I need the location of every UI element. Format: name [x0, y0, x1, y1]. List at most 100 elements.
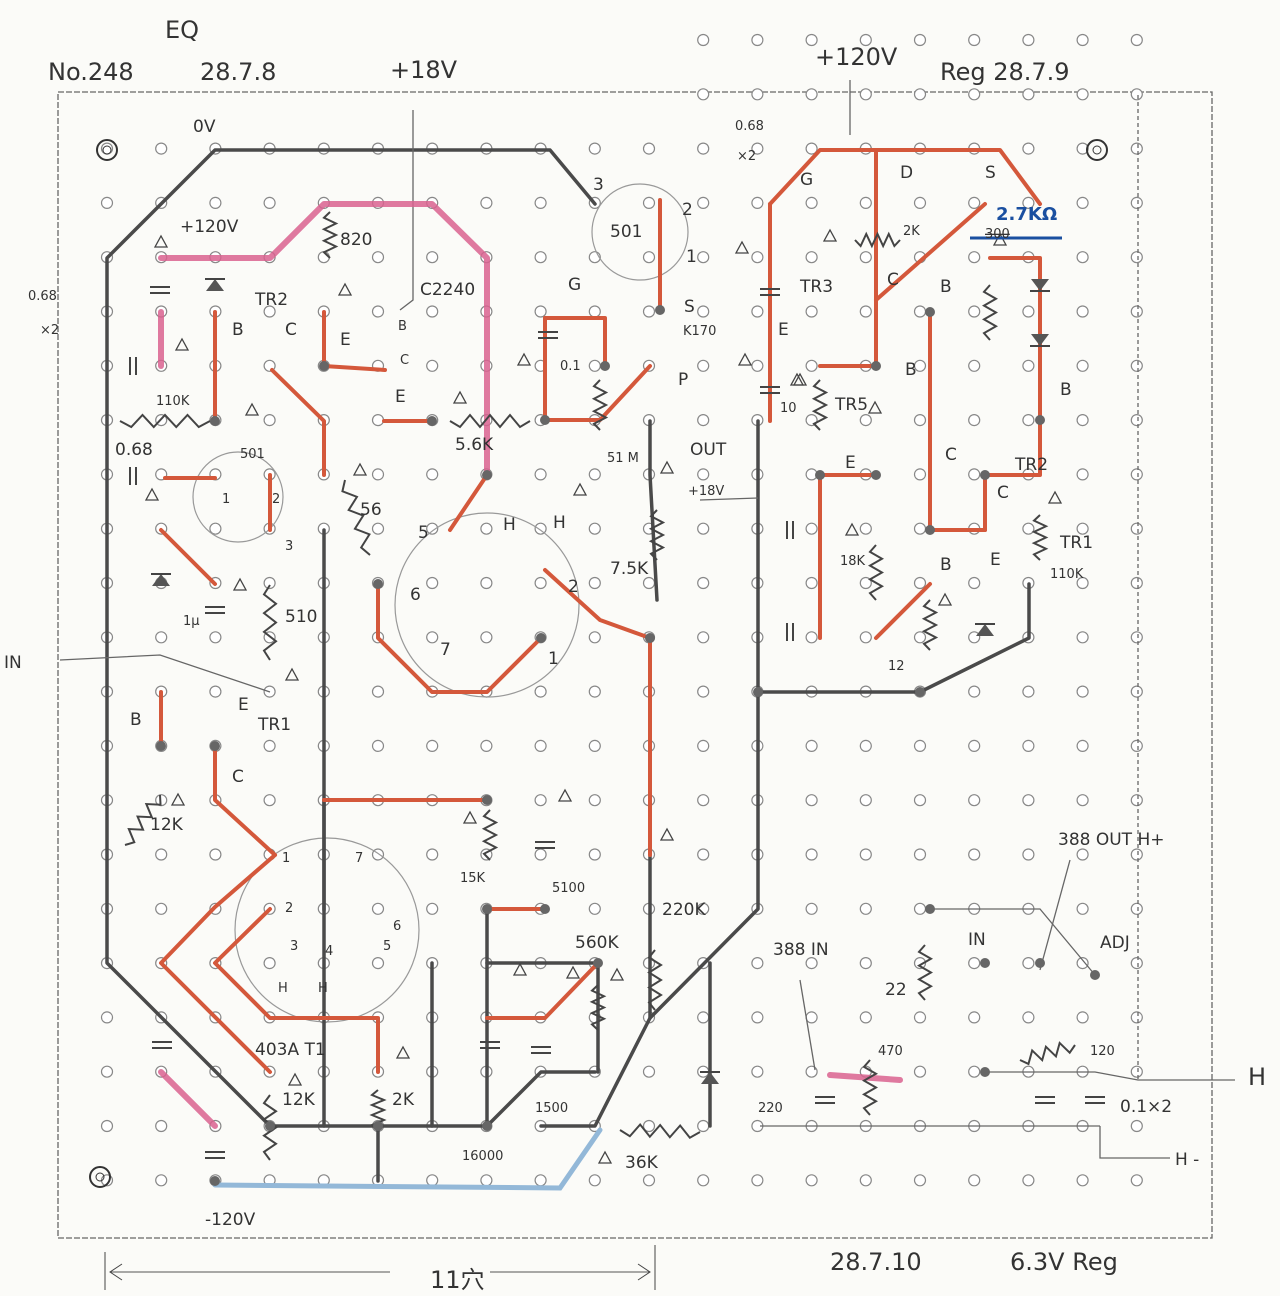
resistor-label: 470: [878, 1044, 903, 1059]
solder-pad: [655, 305, 665, 315]
board-hole: [534, 468, 547, 481]
solder-pad: [427, 416, 437, 426]
transistor-label: TR1: [1059, 533, 1093, 553]
solder-pad: [482, 470, 492, 480]
board-hole: [805, 522, 818, 535]
board-hole: [1076, 685, 1089, 698]
solder-pad: [373, 579, 383, 589]
pin-label: 1: [548, 649, 559, 669]
resistor-symbol: [854, 231, 901, 249]
board-hole: [859, 631, 872, 644]
board-hole: [1130, 1119, 1143, 1133]
board-hole: [913, 1174, 927, 1187]
board-hole: [913, 1065, 927, 1078]
board-hole: [588, 794, 601, 807]
board-hole: [1130, 414, 1143, 427]
board-hole: [968, 956, 981, 970]
board-hole: [1022, 305, 1035, 318]
resistor-label: 12: [888, 659, 905, 674]
board-hole: [1130, 794, 1143, 807]
solder-pad: [871, 361, 881, 371]
board-hole: [751, 305, 764, 318]
board-hole: [859, 305, 872, 318]
board-hole: [697, 576, 710, 590]
cap-label: 1500: [535, 1101, 568, 1116]
board-hole: [1130, 196, 1143, 209]
board-hole: [371, 956, 385, 970]
dimension-label: 11穴: [430, 1266, 485, 1294]
footer-reg-note: 6.3V Reg: [1010, 1248, 1118, 1276]
resistor-symbol: [341, 479, 371, 556]
board-hole: [859, 196, 872, 209]
cap-label: 0.1: [560, 359, 581, 374]
board-hole: [697, 794, 710, 807]
board-hole: [1130, 359, 1143, 372]
resistor-symbol: [591, 379, 609, 431]
resistor-label: 2K: [392, 1090, 415, 1110]
marker-triangle-icon: [452, 390, 468, 404]
resistor-label: 12K: [282, 1090, 316, 1110]
transistor-label: TR3: [799, 277, 833, 297]
board-hole: [1022, 196, 1035, 209]
board-hole: [371, 305, 385, 318]
hole-grid: [100, 33, 1143, 1187]
correction-annotation: 2.7KΩ: [970, 204, 1062, 240]
board-hole: [534, 685, 547, 698]
board-hole: [751, 359, 764, 372]
supply-18v-label: +18V: [390, 56, 458, 84]
resistor-symbol: [648, 509, 666, 561]
resistor-label: 5.6K: [455, 435, 494, 455]
solder-pad: [980, 958, 990, 968]
marker-triangle-icon: [244, 402, 260, 416]
board-hole: [913, 794, 927, 807]
board-hole: [426, 902, 439, 915]
resistor-label: 36K: [625, 1153, 659, 1173]
board-hole: [697, 251, 710, 264]
ic-pin-in: IN: [968, 930, 986, 950]
board-hole: [1022, 88, 1035, 101]
solder-pad: [600, 361, 610, 371]
pin-label: 1: [282, 851, 290, 866]
board-hole: [480, 739, 493, 753]
board-hole: [968, 794, 981, 807]
pin-label: B: [940, 555, 952, 575]
board-hole: [642, 576, 656, 590]
diode-symbol: [152, 574, 170, 586]
board-hole: [534, 522, 547, 535]
minus-120v-blue-trace: [212, 1127, 603, 1191]
pin-label: 5: [383, 939, 391, 954]
board-hole: [1130, 956, 1143, 970]
board-hole: [588, 576, 601, 590]
board-hole: [697, 305, 710, 318]
board-hole: [859, 414, 872, 427]
resistor-symbol: [1019, 1041, 1076, 1066]
pin-label: H: [278, 981, 288, 996]
board-hole: [371, 468, 385, 481]
board-hole: [751, 88, 764, 101]
board-hole: [588, 522, 601, 535]
pin-label: 3: [285, 539, 293, 554]
resistor-label: 56: [360, 500, 382, 520]
board-hole: [751, 251, 764, 264]
marker-triangle-icon: [659, 827, 675, 841]
supply-label: +18V: [688, 484, 724, 499]
board-number: No.248: [48, 58, 134, 86]
marker-triangle-icon: [659, 460, 675, 474]
board-hole: [1130, 251, 1143, 264]
solder-pad: [210, 1176, 220, 1186]
board-hole: [534, 251, 547, 264]
board-hole: [209, 522, 222, 535]
transistor-label: C2240: [420, 280, 475, 300]
output-label: OUT: [690, 440, 727, 460]
heater-plus-terminal: H: [1248, 1063, 1266, 1091]
pin-label: 3: [290, 939, 298, 954]
resistor-symbol: [916, 944, 934, 1001]
resistor-label: 7.5K: [610, 559, 649, 579]
board-hole: [805, 739, 818, 753]
resistor-symbol: [647, 949, 663, 1011]
board-hole: [1130, 685, 1143, 698]
board-hole: [968, 305, 981, 318]
board-hole: [751, 1065, 764, 1078]
board-hole: [642, 1174, 656, 1187]
cap-label: 0.68: [28, 289, 57, 304]
